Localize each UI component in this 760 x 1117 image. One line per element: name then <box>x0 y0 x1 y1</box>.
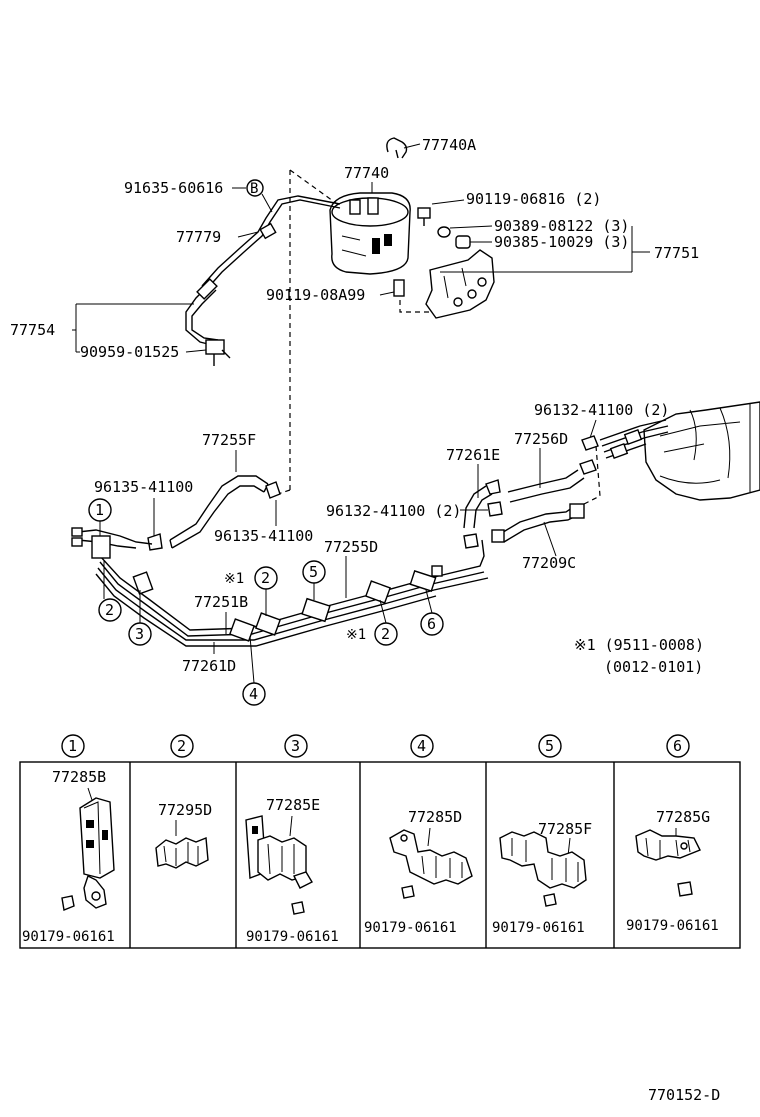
table-header-1: 1 <box>61 734 85 758</box>
label-77251B: 77251B <box>194 593 248 611</box>
fuel-tank <box>599 401 760 501</box>
note-mark-2: ※1 <box>346 627 366 643</box>
label-90385-10029: 90385-10029 (3) <box>494 233 629 251</box>
clamp-1-installed <box>91 535 111 559</box>
svg-text:1: 1 <box>68 737 77 755</box>
clamp-2-installed-a <box>254 612 282 636</box>
bolt-90179-06161-c5: 90179-06161 <box>492 920 585 936</box>
svg-text:2: 2 <box>261 569 270 587</box>
label-77779: 77779 <box>176 228 221 246</box>
clamp-4-installed <box>228 618 256 642</box>
svg-text:6: 6 <box>427 615 436 633</box>
label-90119-06816: 90119-06816 (2) <box>466 190 601 208</box>
part-77285B: 77285B <box>52 768 106 786</box>
callout-circle-2a <box>98 598 122 622</box>
table-cell-1: 77285B 90179-06161 <box>22 768 115 945</box>
part-77295D: 77295D <box>158 801 212 819</box>
hose-77255F <box>169 475 269 541</box>
hoses-mid: 96132-41100 (2) 77256D 77261E 96132-4110… <box>94 401 669 598</box>
diagram-code: 770152-D <box>648 1086 720 1104</box>
bolt-90179-06161-c6: 90179-06161 <box>626 918 719 934</box>
table-cell-6: 77285G 90179-06161 <box>626 808 719 934</box>
bracket-77751 <box>425 249 495 319</box>
label-77255D: 77255D <box>324 538 378 556</box>
svg-text:3: 3 <box>135 625 144 643</box>
label-77740A: 77740A <box>422 136 476 154</box>
part-77285D: 77285D <box>408 808 462 826</box>
svg-text:5: 5 <box>309 563 318 581</box>
hose-77256D <box>507 469 579 493</box>
label-77256D: 77256D <box>514 430 568 448</box>
label-77740: 77740 <box>344 164 389 182</box>
label-77255F: 77255F <box>202 431 256 449</box>
svg-text:2: 2 <box>177 737 186 755</box>
svg-text:B: B <box>250 181 258 197</box>
svg-text:5: 5 <box>545 737 554 755</box>
tube-77261D <box>97 567 489 641</box>
bolt-90179-06161-c1: 90179-06161 <box>22 929 115 945</box>
table-cell-4: 77285D 90179-06161 <box>364 808 473 936</box>
nut-90389 <box>437 226 451 238</box>
label-77209C: 77209C <box>522 554 576 572</box>
hose-77209C <box>499 507 573 535</box>
table-cell-5: 77285F 90179-06161 <box>492 820 592 936</box>
label-90119-08A99: 90119-08A99 <box>266 286 365 304</box>
table-header-2: 2 <box>170 734 194 758</box>
label-96135-41100-b: 96135-41100 <box>214 527 313 545</box>
clamp-3-installed <box>132 571 154 595</box>
bolt-90179-06161-c3: 90179-06161 <box>246 929 339 945</box>
label-90389-08122: 90389-08122 (3) <box>494 217 629 235</box>
table-header-3: 3 <box>284 734 308 758</box>
label-77261D: 77261D <box>182 657 236 675</box>
label-96135-41100-a: 96135-41100 <box>94 478 193 496</box>
table-cell-3: 77285E 90179-06161 <box>245 796 339 945</box>
svg-text:1: 1 <box>95 501 104 519</box>
hose-77754 <box>185 283 217 347</box>
clamp-table: 1 2 3 4 5 6 77285B <box>19 734 741 949</box>
hose-77740A <box>386 137 408 159</box>
svg-text:6: 6 <box>673 737 682 755</box>
clamp-6-installed <box>409 570 437 592</box>
cushion-90385 <box>455 235 471 249</box>
label-96132-41100-top: 96132-41100 (2) <box>534 401 669 419</box>
table-header-6: 6 <box>666 734 690 758</box>
note-line-2: (0012-0101) <box>604 658 703 676</box>
marker-b <box>246 179 264 197</box>
svg-text:2: 2 <box>381 625 390 643</box>
bolt-90179-06161-c4: 90179-06161 <box>364 920 457 936</box>
clip-96135-a <box>147 533 163 551</box>
part-77285E: 77285E <box>266 796 320 814</box>
table-header-5: 5 <box>538 734 562 758</box>
clip-96132-top <box>581 435 599 451</box>
table-cell-2: 77295D <box>155 801 212 869</box>
note-mark-1: ※1 <box>224 571 244 587</box>
clamp-5-installed <box>301 597 331 623</box>
label-96132-41100-mid: 96132-41100 (2) <box>326 502 461 520</box>
svg-text:4: 4 <box>249 685 258 703</box>
clamp-2-installed-b <box>364 580 392 604</box>
part-77285G: 77285G <box>656 808 710 826</box>
clamp-90959 <box>205 339 225 355</box>
tube-77779 <box>205 199 341 291</box>
bolt-90119-06816 <box>417 207 431 219</box>
clip-96132-mid <box>487 501 503 517</box>
part-77285F: 77285F <box>538 820 592 838</box>
hose-77261E <box>463 485 487 529</box>
canister-assembly: 77740A 77740 91635-60616 B 77779 <box>10 136 699 497</box>
label-77751: 77751 <box>654 244 699 262</box>
label-90959-01525: 90959-01525 <box>80 343 179 361</box>
bolt-90119-08A99 <box>393 279 405 297</box>
fuel-tube-bundle: 1 2 3 ※1 2 5 77251B 77261D 4 ※1 2 6 <box>71 498 489 706</box>
svg-text:2: 2 <box>105 601 114 619</box>
svg-text:4: 4 <box>417 737 426 755</box>
table-header-4: 4 <box>410 734 434 758</box>
label-77261E: 77261E <box>446 446 500 464</box>
label-77754: 77754 <box>10 321 55 339</box>
svg-text:3: 3 <box>291 737 300 755</box>
label-91635-60616: 91635-60616 <box>124 179 223 197</box>
note-line-1: ※1 (9511-0008) <box>574 636 704 654</box>
